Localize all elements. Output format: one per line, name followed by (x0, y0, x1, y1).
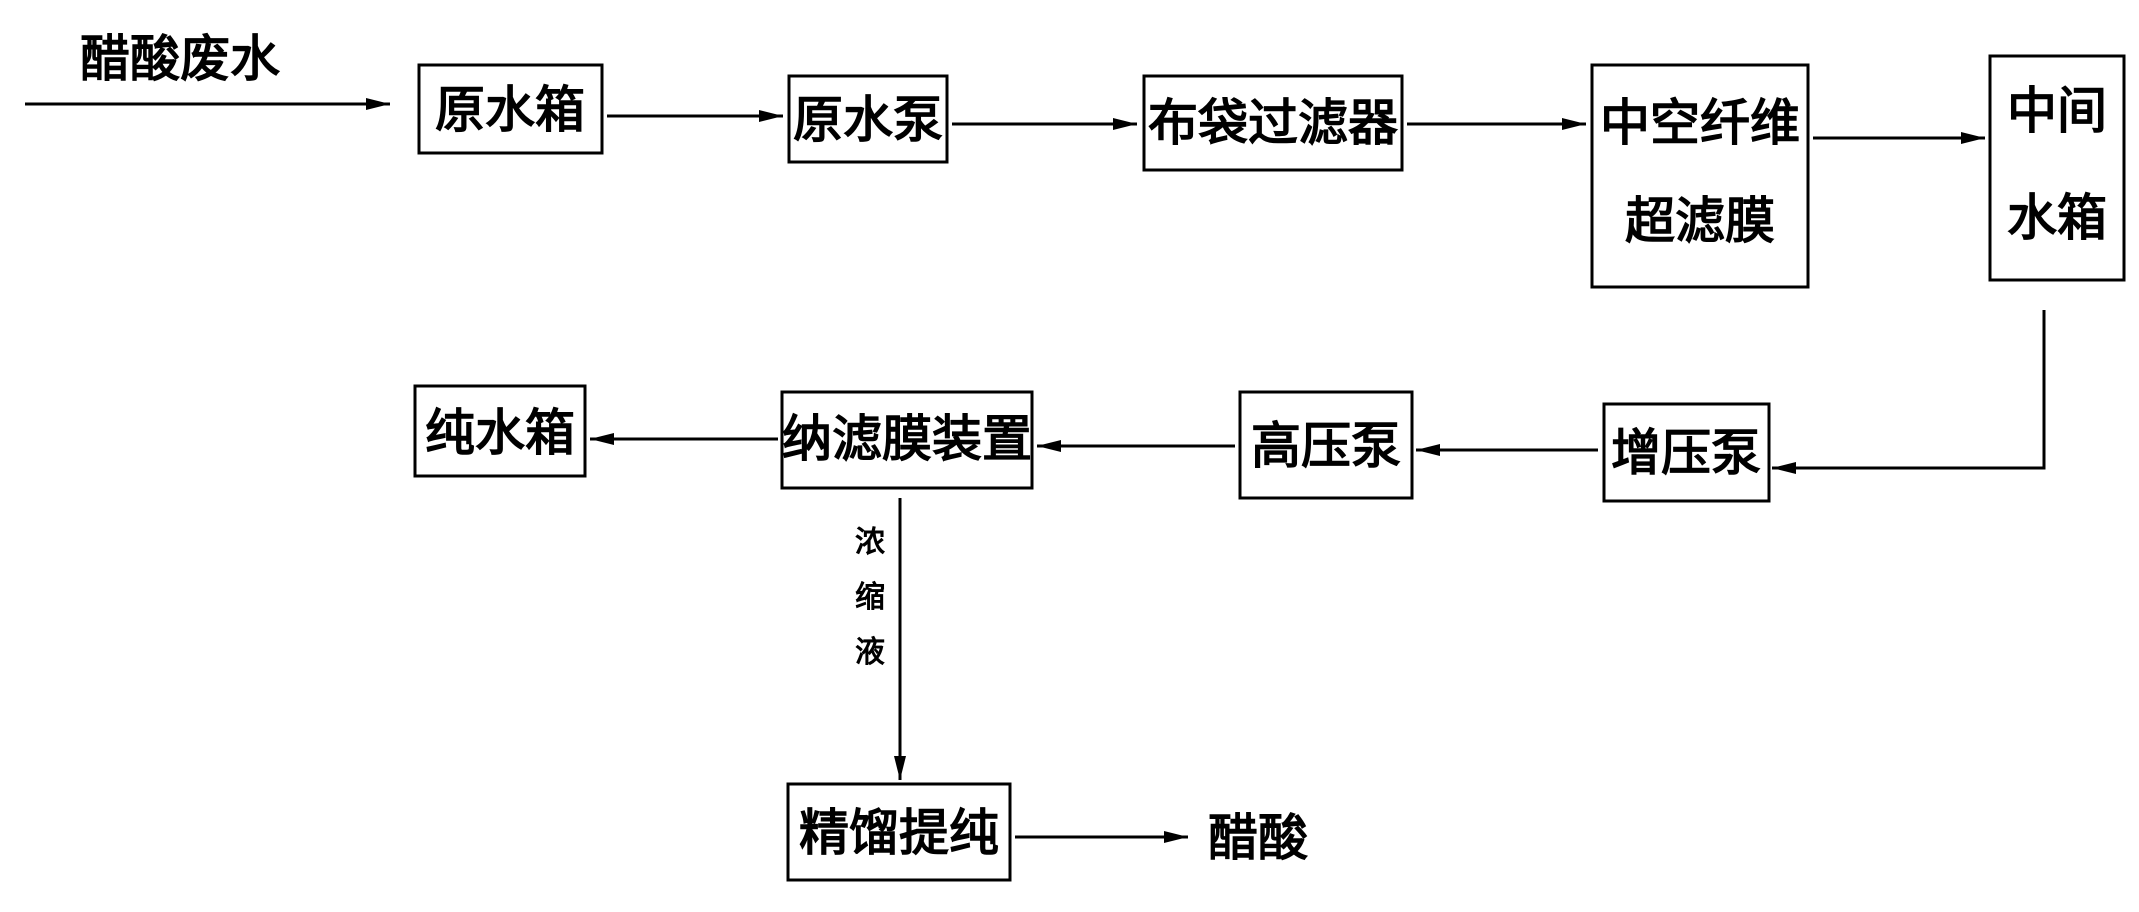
node-uf-membrane: 中空纤维 超滤膜 (1590, 63, 1810, 289)
node-box (417, 63, 604, 155)
node-bag-filter: 布袋过滤器 (1142, 74, 1404, 172)
output-label: 醋酸 (1208, 809, 1309, 867)
node-label: 纯水箱 (425, 404, 575, 462)
node-label: 增压泵 (1611, 424, 1761, 482)
node-hp-pump: 高压泵 (1238, 390, 1414, 500)
node-label: 精馏提纯 (799, 804, 999, 862)
node-label: 中间 (2007, 82, 2107, 140)
node-box (780, 390, 1034, 490)
node-box (1988, 54, 2126, 282)
node-raw-pump: 原水泵 (787, 74, 949, 164)
arrow-mid-tank-to-booster-pump (1772, 310, 2046, 474)
node-box (786, 782, 1012, 882)
node-box (1238, 390, 1414, 500)
node-label: 超滤膜 (1625, 192, 1775, 250)
node-box (413, 384, 587, 478)
concentrate-label-char: 浓 (855, 525, 886, 560)
node-box (1602, 402, 1771, 503)
concentrate-label-char: 液 (855, 635, 885, 670)
node-mid-tank: 中间 水箱 (1988, 54, 2126, 282)
node-label: 布袋过滤器 (1148, 94, 1399, 152)
node-label: 原水箱 (435, 81, 585, 139)
concentrate-label-char: 缩 (855, 580, 885, 615)
node-raw-tank: 原水箱 (417, 63, 604, 155)
node-label: 纳滤膜装置 (782, 410, 1032, 468)
node-distill: 精馏提纯 (786, 782, 1012, 882)
input-label: 醋酸废水 (80, 30, 281, 88)
node-pure-tank: 纯水箱 (413, 384, 587, 478)
connectors (25, 98, 2046, 843)
node-box (1590, 63, 1810, 289)
node-box (1142, 74, 1404, 172)
node-label: 中空纤维 (1600, 94, 1800, 152)
node-label: 高压泵 (1251, 417, 1401, 475)
node-booster-pump: 增压泵 (1602, 402, 1771, 503)
concentrate-label: 浓 缩 液 (855, 525, 886, 670)
node-nf-device: 纳滤膜装置 (780, 390, 1034, 490)
node-box (787, 74, 949, 164)
node-label: 原水泵 (793, 91, 943, 149)
node-label: 水箱 (2007, 189, 2107, 247)
